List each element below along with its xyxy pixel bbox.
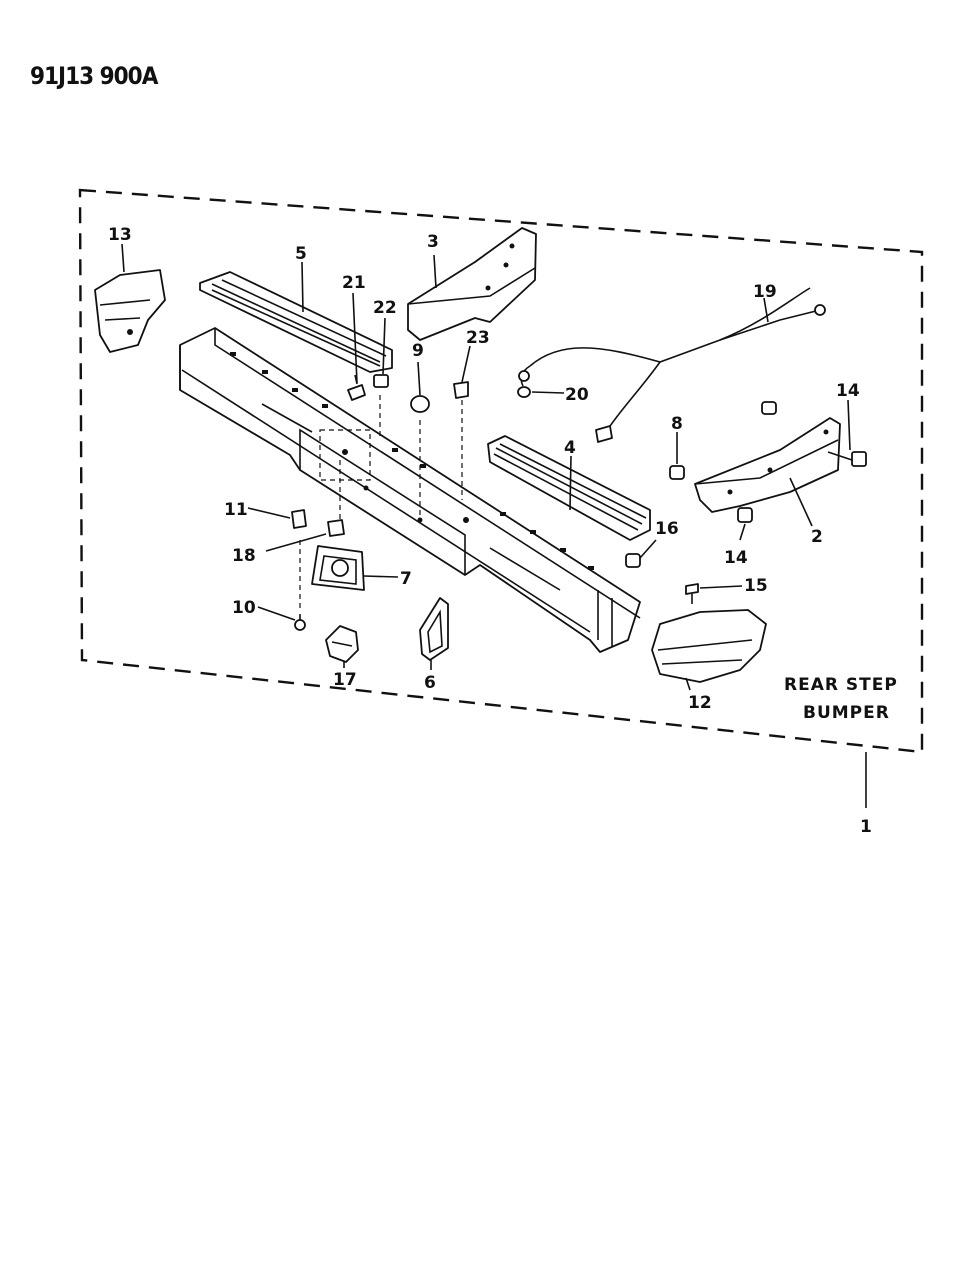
leader-11 bbox=[247, 507, 291, 519]
callout-8: 8 bbox=[671, 414, 683, 434]
part-14-bolt-upper bbox=[827, 451, 867, 467]
callout-5: 5 bbox=[295, 244, 307, 264]
callout-20: 20 bbox=[565, 385, 589, 405]
part-nut-upper bbox=[761, 401, 777, 415]
leader-12 bbox=[685, 677, 691, 691]
part-2-mounting-bracket bbox=[694, 417, 841, 513]
part-9-plug bbox=[410, 395, 430, 413]
leader-13 bbox=[121, 243, 125, 273]
part-17-lamp bbox=[325, 625, 359, 663]
leader-22 bbox=[382, 317, 386, 375]
callout-3: 3 bbox=[427, 232, 439, 252]
part-11-clip bbox=[291, 509, 307, 529]
part-6-gasket bbox=[419, 597, 449, 661]
callout-1: 1 bbox=[860, 817, 872, 837]
leader-4 bbox=[569, 455, 572, 511]
part-14-bolt-lower bbox=[737, 507, 753, 523]
callout-23: 23 bbox=[466, 328, 490, 348]
part-3-mounting-bracket bbox=[407, 227, 537, 341]
callout-6: 6 bbox=[424, 673, 436, 693]
leader-20 bbox=[531, 391, 565, 394]
leader-9 bbox=[417, 361, 421, 396]
leader-16 bbox=[639, 539, 657, 559]
leader-5 bbox=[301, 261, 304, 313]
part-23-plug bbox=[453, 381, 469, 399]
part-19-wiring-harness bbox=[518, 287, 826, 443]
part-12-end-cap-right bbox=[651, 609, 767, 683]
hidden-reference-lines bbox=[299, 395, 463, 612]
callout-2: 2 bbox=[811, 527, 823, 547]
part-22-nut bbox=[373, 374, 389, 388]
callout-13: 13 bbox=[108, 225, 132, 245]
leader-14a bbox=[847, 399, 851, 451]
callout-19: 19 bbox=[753, 282, 777, 302]
leader-2 bbox=[789, 477, 813, 527]
callout-7: 7 bbox=[400, 569, 412, 589]
part-8-nut bbox=[669, 465, 685, 480]
callout-14-lower: 14 bbox=[724, 548, 748, 568]
part-7-license-bracket bbox=[311, 545, 365, 591]
leader-7 bbox=[363, 575, 399, 578]
callout-10: 10 bbox=[232, 598, 256, 618]
callout-14-upper: 14 bbox=[836, 381, 860, 401]
caption-line-1: REAR STEP bbox=[784, 675, 898, 695]
callout-15: 15 bbox=[744, 576, 768, 596]
diagram-code: 91J13 900A bbox=[30, 62, 159, 90]
leader-14b bbox=[739, 523, 746, 541]
leader-15 bbox=[699, 585, 743, 589]
caption-line-2: BUMPER bbox=[803, 703, 890, 723]
leader-10 bbox=[257, 606, 296, 621]
leader-21 bbox=[352, 292, 358, 384]
assembly-boundary bbox=[78, 188, 924, 754]
part-13-end-cap-left bbox=[94, 269, 166, 353]
part-4-step-pad-right bbox=[487, 435, 651, 541]
callout-18: 18 bbox=[232, 546, 256, 566]
part-20-grommet bbox=[517, 386, 531, 398]
callout-22: 22 bbox=[373, 298, 397, 318]
part-5-step-pad-left bbox=[199, 271, 393, 373]
callout-21: 21 bbox=[342, 273, 366, 293]
leader-19 bbox=[763, 297, 769, 323]
callout-4: 4 bbox=[564, 438, 576, 458]
callout-17: 17 bbox=[333, 670, 357, 690]
bumper-bar bbox=[179, 327, 641, 653]
callout-12: 12 bbox=[688, 693, 712, 713]
callout-16: 16 bbox=[655, 519, 679, 539]
part-16-nut bbox=[625, 553, 641, 568]
part-10-screw bbox=[294, 614, 306, 631]
leader-3 bbox=[433, 254, 437, 289]
leader-18 bbox=[265, 533, 327, 552]
callout-11: 11 bbox=[224, 500, 248, 520]
callout-9: 9 bbox=[412, 341, 424, 361]
part-18-clip bbox=[327, 519, 345, 537]
part-15-screw bbox=[685, 583, 699, 604]
leader-23 bbox=[461, 345, 471, 383]
